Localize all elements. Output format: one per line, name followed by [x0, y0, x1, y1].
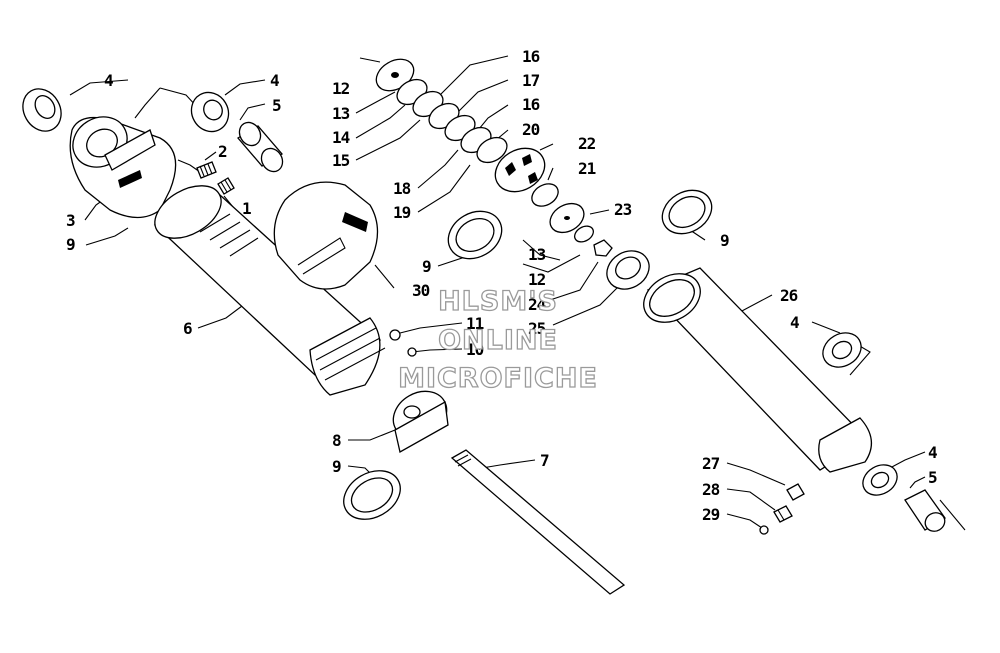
label-12a: 12 — [332, 79, 350, 98]
label-4d: 4 — [928, 443, 937, 462]
part-cap-27 — [786, 483, 805, 501]
label-4a: 4 — [104, 71, 113, 90]
label-4b: 4 — [270, 71, 279, 90]
part-valve-core-28 — [773, 505, 793, 523]
label-28: 28 — [702, 480, 720, 499]
part-bushing-4-lower — [862, 464, 898, 496]
label-5a: 5 — [272, 96, 281, 115]
part-shim-stack-13-17 — [396, 78, 508, 164]
part-spacer-5-top — [237, 121, 284, 173]
part-eyelet-3 — [69, 116, 177, 219]
part-body-6 — [153, 185, 386, 396]
label-23: 23 — [614, 200, 632, 219]
watermark-line-2: ONLINE — [438, 325, 558, 356]
watermark-line-3: MICROFICHE — [398, 363, 598, 394]
part-piston-20-21 — [494, 147, 546, 193]
part-sleeve-30 — [273, 181, 379, 290]
label-9a: 9 — [66, 235, 75, 254]
part-number-labels: 4 4 5 2 1 3 9 6 12 13 14 15 16 17 16 20 … — [66, 47, 938, 524]
part-ring-9-right — [661, 189, 713, 235]
part-ring-9-middle — [447, 210, 503, 260]
label-25: 25 — [528, 319, 546, 338]
label-5b: 5 — [928, 468, 937, 487]
label-17: 17 — [522, 71, 540, 90]
label-22: 22 — [578, 134, 596, 153]
part-screw-2 — [196, 161, 217, 179]
label-9b: 9 — [422, 257, 431, 276]
part-ball-11 — [389, 329, 401, 341]
label-9d: 9 — [332, 457, 341, 476]
label-3: 3 — [66, 211, 75, 230]
label-21: 21 — [578, 159, 596, 178]
label-10: 10 — [466, 340, 484, 359]
label-13a: 13 — [332, 104, 350, 123]
label-16b: 16 — [522, 95, 540, 114]
part-ring-9-lower — [343, 470, 401, 520]
part-bushing-4-top — [190, 91, 230, 133]
label-1: 1 — [242, 199, 251, 218]
part-washer-13-lower — [549, 202, 585, 234]
label-26: 26 — [780, 286, 798, 305]
label-9c: 9 — [720, 231, 729, 250]
part-bushing-4-right — [822, 332, 862, 368]
part-ball-10 — [407, 347, 417, 357]
part-bearing-25 — [606, 250, 650, 290]
label-24: 24 — [528, 295, 546, 314]
watermark-line-1: HLSM'S — [438, 286, 558, 317]
label-15: 15 — [332, 151, 350, 170]
label-16a: 16 — [522, 47, 540, 66]
label-7: 7 — [540, 451, 549, 470]
label-14: 14 — [332, 128, 350, 147]
label-20: 20 — [522, 120, 540, 139]
part-valve-1 — [217, 177, 235, 195]
label-4c: 4 — [790, 313, 799, 332]
part-shaft-7 — [450, 449, 626, 595]
part-reservoir-26 — [643, 267, 872, 473]
part-spacer-5-lower — [904, 489, 946, 532]
part-bushing-4-left — [22, 88, 62, 132]
watermark: HLSM'S ONLINE MICROFICHE — [397, 285, 598, 394]
part-piston-8 — [392, 390, 449, 453]
part-nut-24 — [593, 239, 613, 257]
label-13b: 13 — [528, 245, 546, 264]
label-2: 2 — [218, 142, 227, 161]
part-cap-29 — [759, 525, 769, 535]
label-11: 11 — [466, 314, 484, 333]
label-30: 30 — [412, 281, 430, 300]
part-washer-22 — [531, 183, 559, 207]
label-18: 18 — [393, 179, 411, 198]
part-washer-12-lower — [574, 225, 594, 243]
label-27: 27 — [702, 454, 720, 473]
label-12b: 12 — [528, 270, 546, 289]
label-19: 19 — [393, 203, 411, 222]
label-29: 29 — [702, 505, 720, 524]
label-8: 8 — [332, 431, 341, 450]
label-6: 6 — [183, 319, 192, 338]
